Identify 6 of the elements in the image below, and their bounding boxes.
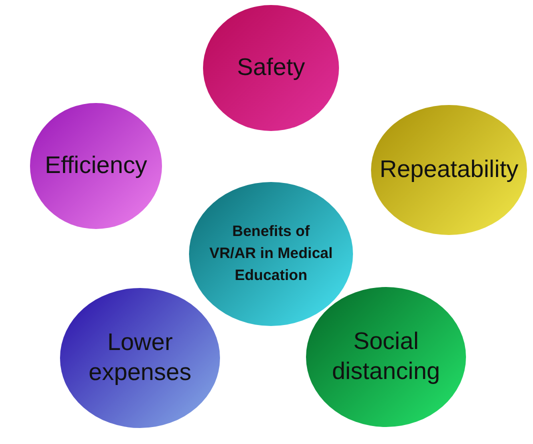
benefit-label: Lower expenses [88,328,192,388]
benefit-label: Efficiency [44,151,148,181]
center-title: Benefits of VR/AR in Medical Education [208,222,334,286]
benefit-label: Repeatability [380,155,518,185]
benefit-label: Social distancing [330,327,442,387]
benefit-label: Safety [236,53,306,83]
